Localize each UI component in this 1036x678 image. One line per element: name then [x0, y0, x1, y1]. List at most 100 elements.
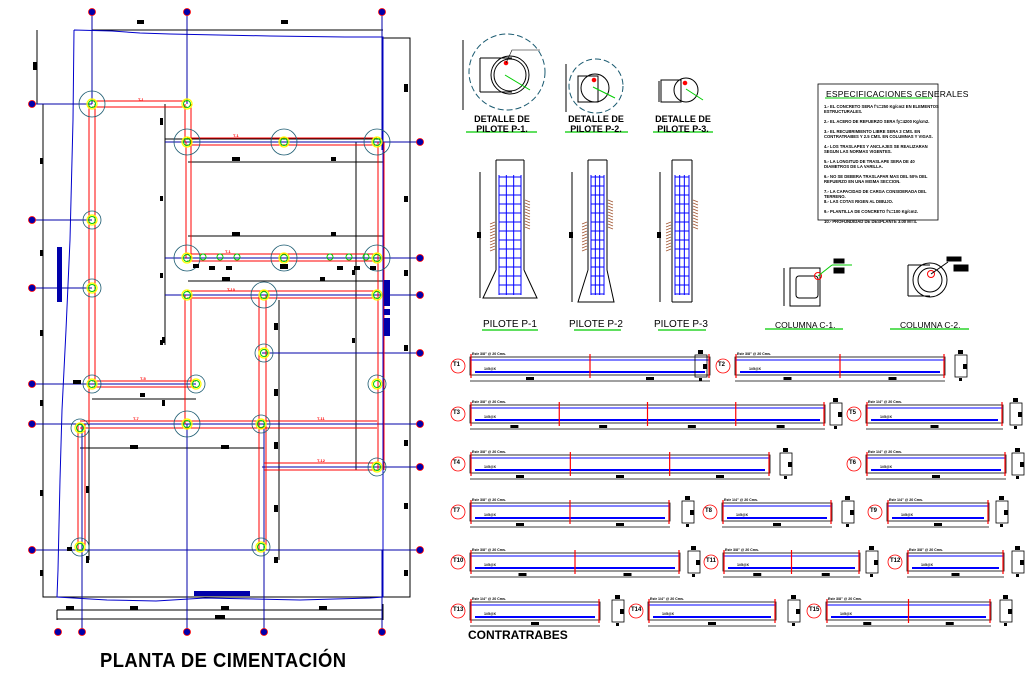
soil-hatch [489, 199, 531, 252]
beam-tag-bubble [450, 456, 466, 472]
pile-detail-p3 [658, 77, 704, 103]
pile-detail-p3-title-line2: PILOTE P-3. [657, 124, 709, 134]
beam-cross-section [841, 496, 855, 527]
beam-rebar-note: 1#5@X [749, 367, 761, 371]
pile-marker [251, 537, 271, 557]
beam-tag: T15 [809, 607, 820, 613]
spec-item: 9.- PLANTILLA DE CONCRETO f'c=100 Kg/cm2… [824, 209, 918, 214]
beam-tag-bubble [450, 603, 466, 619]
spec-item: 5.- LA LONGITUD DE TRASLAPE SERA DE 40 D… [824, 159, 915, 169]
pile-marker [250, 281, 278, 309]
beam-cross-section [1009, 398, 1023, 429]
pile-marker-small [345, 253, 353, 261]
beam-cross-section [787, 595, 801, 626]
rebar-cage [498, 175, 522, 295]
beam-cross-section [999, 595, 1013, 626]
pile-detail-p2-title-line1: DETALLE DE [568, 114, 624, 124]
beam-tag: T2 [718, 362, 726, 368]
pile-marker [367, 457, 387, 477]
pile-detail-p2-title: DETALLE DE PILOTE P-2. [560, 114, 632, 134]
beam-tag-bubble [846, 456, 862, 472]
soil-hatch [581, 199, 614, 252]
spec-item: 7.- LA CAPACIDAD DE CARGA CONSIDERADA DE… [824, 189, 927, 199]
grid-axes [32, 12, 420, 632]
spec-item: 10.- PROFUNDIDAD DE DESPLANTE 3.00 MTS. [824, 219, 918, 224]
pile-section-details [462, 33, 713, 133]
beam-stirrup-note: Estr 1/4" @ 20 Cms. [889, 498, 923, 502]
beam-t1 [450, 350, 711, 382]
beam-tag-bubble [846, 406, 862, 422]
pile-elevations [477, 159, 706, 331]
pile-detail-p3-title: DETALLE DE PILOTE P-3. [647, 114, 719, 134]
pile-elevation-3 [657, 159, 706, 331]
beam-tag: T3 [453, 410, 461, 416]
beam-cross-section [865, 546, 879, 577]
foundation-plan-title: PLANTA DE CIMENTACIÓN [100, 650, 347, 672]
beam-t11 [703, 546, 879, 578]
beam-tag: T4 [453, 460, 461, 466]
beam-t13 [450, 595, 625, 627]
specifications-box [817, 83, 939, 221]
svg-text:T-1: T-1 [225, 249, 232, 254]
beam-rebar-note: 1#5@X [484, 415, 496, 419]
beam-stirrup-note: Estr 3/8" @ 20 Cms. [909, 548, 943, 552]
pile-elevation-1 [477, 159, 538, 331]
beam-cross-section [1011, 546, 1025, 577]
pile-marker [367, 374, 387, 394]
grade-beams [77, 100, 385, 550]
beam-tag-bubble [715, 358, 731, 374]
contratrabes-title: CONTRATRABES [468, 628, 568, 642]
beam-rebar-note: 1#5@X [901, 513, 913, 517]
beam-tag-bubble [628, 603, 644, 619]
beam-t15 [806, 595, 1013, 627]
beam-tag: T9 [870, 508, 878, 514]
svg-text:T-5: T-5 [140, 376, 147, 381]
beam-cross-section [779, 448, 793, 479]
pile-marker [270, 244, 298, 272]
beam-cross-section [954, 350, 968, 381]
pile-detail-p3-title-line1: DETALLE DE [655, 114, 711, 124]
beam-tag-bubble [450, 406, 466, 422]
beam-tag-bubble [702, 504, 718, 520]
beam-tag: T10 [453, 558, 464, 564]
spec-item: 8.- LAS COTAS RIGEN AL DIBUJO. [824, 199, 894, 204]
beam-rebar-note: 1#5@X [737, 563, 749, 567]
pile-detail-p1-title-line1: DETALLE DE [474, 114, 530, 124]
beam-tag: T5 [849, 410, 857, 416]
pile-marker [173, 128, 201, 156]
spec-item: 4.- LOS TRASLAPES Y ANCLAJES SE REALIZAR… [824, 144, 928, 154]
beam-t14 [628, 595, 801, 627]
beam-tag-bubble [867, 504, 883, 520]
pile-marker [371, 289, 383, 301]
beam-stirrup-note: Estr 1/4" @ 20 Cms. [472, 597, 506, 601]
beam-stirrup-note: Estr 3/8" @ 20 Cms. [725, 548, 759, 552]
pile-detail-p2-title-line2: PILOTE P-2. [570, 124, 622, 134]
column-c2-title: COLUMNA C-2. [900, 320, 961, 330]
svg-text:T-7: T-7 [133, 416, 140, 421]
beam-rebar-note: 1#5@X [484, 513, 496, 517]
beam-tag: T13 [453, 607, 464, 613]
svg-text:T-1: T-1 [233, 133, 240, 138]
beam-tag: T8 [705, 508, 713, 514]
pile-p3-elevation-title: PILOTE P-3 [654, 319, 708, 330]
beam-tag: T12 [890, 558, 901, 564]
spec-item: 3.- EL RECUBRIMIENTO LIBRE SERA 3 CMS. E… [824, 129, 933, 139]
dimension-marks [33, 20, 408, 619]
axis-markers [28, 8, 424, 636]
rebar-cage [674, 175, 690, 295]
pile-marker [254, 343, 274, 363]
beam-tag: T11 [706, 558, 717, 564]
beam-tag: T1 [453, 362, 461, 368]
pile-marker [363, 128, 391, 156]
beam-tag-labels: T-1T-1 T-1T-10 T-5T-7 T-11T-12 [133, 97, 326, 463]
pile-marker [82, 210, 102, 230]
pile-marker-small [216, 253, 224, 261]
pile-marker [251, 414, 271, 434]
beam-cross-section [829, 398, 843, 429]
beam-stirrup-note: Estr 1/4" @ 20 Cms. [868, 450, 902, 454]
beam-stirrup-note: Estr 3/8" @ 20 Cms. [472, 400, 506, 404]
beam-rebar-note: 1#5@X [840, 612, 852, 616]
pile-marker [70, 418, 90, 438]
beam-tag-bubble [450, 504, 466, 520]
